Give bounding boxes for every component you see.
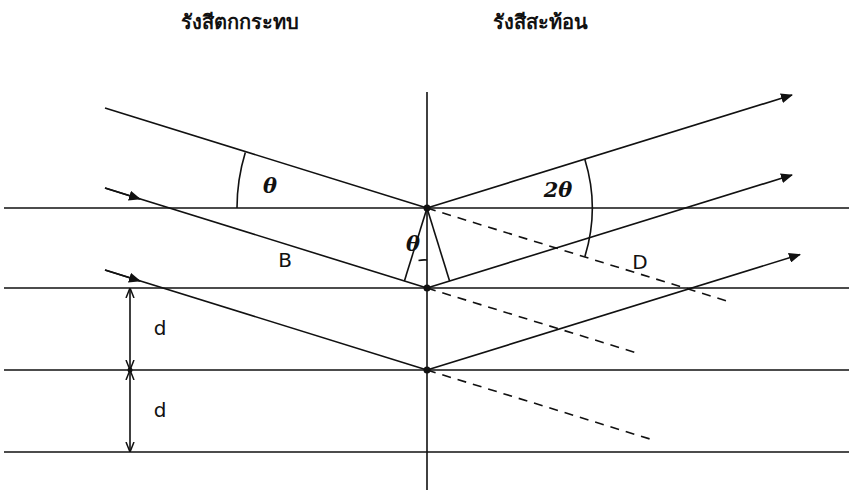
atom-dot <box>424 205 431 212</box>
point-label: D <box>632 251 647 274</box>
angle-label: θ <box>263 174 277 198</box>
transmitted-ray <box>427 208 730 302</box>
reflected-ray <box>427 255 800 371</box>
angle-arc <box>419 259 428 261</box>
spacing-label: d <box>154 317 167 340</box>
dimension-arrow <box>129 289 131 329</box>
incident-ray <box>105 188 427 288</box>
point-label: B <box>278 249 292 272</box>
dimension-dot <box>128 368 133 373</box>
dimension-arrow <box>129 371 131 411</box>
incident-ray <box>105 270 427 370</box>
transmitted-ray <box>427 288 640 354</box>
angle-arc <box>237 152 245 208</box>
ray-arrow <box>105 270 140 281</box>
reflected-ray <box>427 95 792 208</box>
transmitted-ray <box>427 370 650 439</box>
dimension-arrow <box>129 411 131 451</box>
angle-arc <box>585 159 592 257</box>
spacing-label: d <box>154 399 167 422</box>
incident-ray <box>105 108 427 208</box>
angle-label: 2θ <box>544 178 573 202</box>
dimension-arrow <box>129 329 131 369</box>
perpendicular-line <box>427 208 450 281</box>
atom-dot <box>424 367 431 374</box>
ray-caption: รังสีตกกระทบ <box>181 11 299 34</box>
ray-arrow <box>105 188 140 199</box>
atom-dot <box>424 285 431 292</box>
perpendicular-line <box>404 208 427 281</box>
ray-caption: รังสีสะท้อน <box>493 11 588 34</box>
reflected-ray <box>427 175 792 288</box>
angle-label: θ <box>406 232 420 256</box>
